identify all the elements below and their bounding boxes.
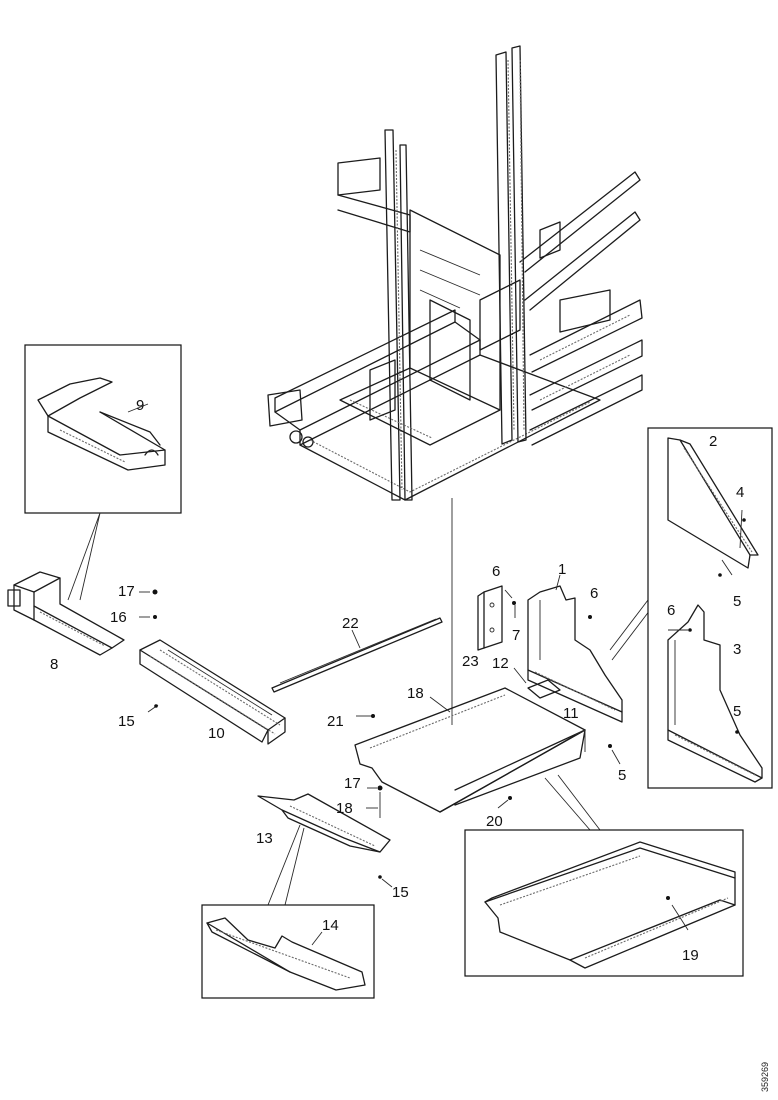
callout-22: 22 [342, 615, 359, 632]
leader-18-to-box19 [544, 774, 601, 831]
callout-14: 14 [322, 917, 339, 934]
callout-18-lower: 18 [336, 800, 353, 817]
part-1-panel [527, 585, 623, 723]
part-22-rod [271, 617, 443, 693]
part-23-bracket [477, 585, 503, 651]
callout-4: 4 [736, 484, 744, 501]
callout-8: 8 [50, 656, 58, 673]
callout-17-left: 17 [118, 583, 135, 600]
callout-15: 15 [392, 884, 409, 901]
callout-17: 17 [344, 775, 361, 792]
detail-box-9 [24, 344, 182, 514]
callout-19: 19 [682, 947, 699, 964]
callout-15-left: 15 [118, 713, 135, 730]
callout-5-box-lower: 5 [733, 703, 741, 720]
callout-2: 2 [709, 433, 717, 450]
callout-11: 11 [563, 705, 579, 722]
callout-18: 18 [407, 685, 424, 702]
callout-12: 12 [492, 655, 509, 672]
leader-box9-to-8 [67, 512, 101, 601]
leader-1-to-box-right [609, 599, 651, 661]
callout-6-part1: 6 [590, 585, 598, 602]
detail-box-19 [464, 829, 744, 977]
part-11-plate [527, 679, 561, 699]
callout-3: 3 [733, 641, 741, 658]
leader-13-to-box14 [267, 824, 305, 906]
callout-10: 10 [208, 725, 225, 742]
chassis-frame [267, 45, 643, 501]
detail-box-14 [201, 904, 375, 999]
callout-21: 21 [327, 713, 344, 730]
part-17-nut [152, 589, 158, 595]
callout-6: 6 [492, 563, 500, 580]
part-8-bracket [7, 571, 125, 656]
detail-box-2-3 [647, 427, 773, 789]
callout-5-box: 5 [733, 593, 741, 610]
part-18-floor-pan [354, 687, 586, 813]
callout-7: 7 [512, 627, 520, 644]
drawing-code: 359269 [760, 1062, 770, 1092]
part-16-washer [153, 615, 157, 619]
part-10-channel [139, 639, 286, 745]
callout-5: 5 [618, 767, 626, 784]
callout-23: 23 [462, 653, 479, 670]
callout-13: 13 [256, 830, 273, 847]
part-13-panel [257, 793, 391, 853]
callout-16: 16 [110, 609, 127, 626]
callout-6-box: 6 [667, 602, 675, 619]
callout-1: 1 [558, 561, 566, 578]
callout-20: 20 [486, 813, 503, 830]
callout-9: 9 [136, 397, 144, 414]
